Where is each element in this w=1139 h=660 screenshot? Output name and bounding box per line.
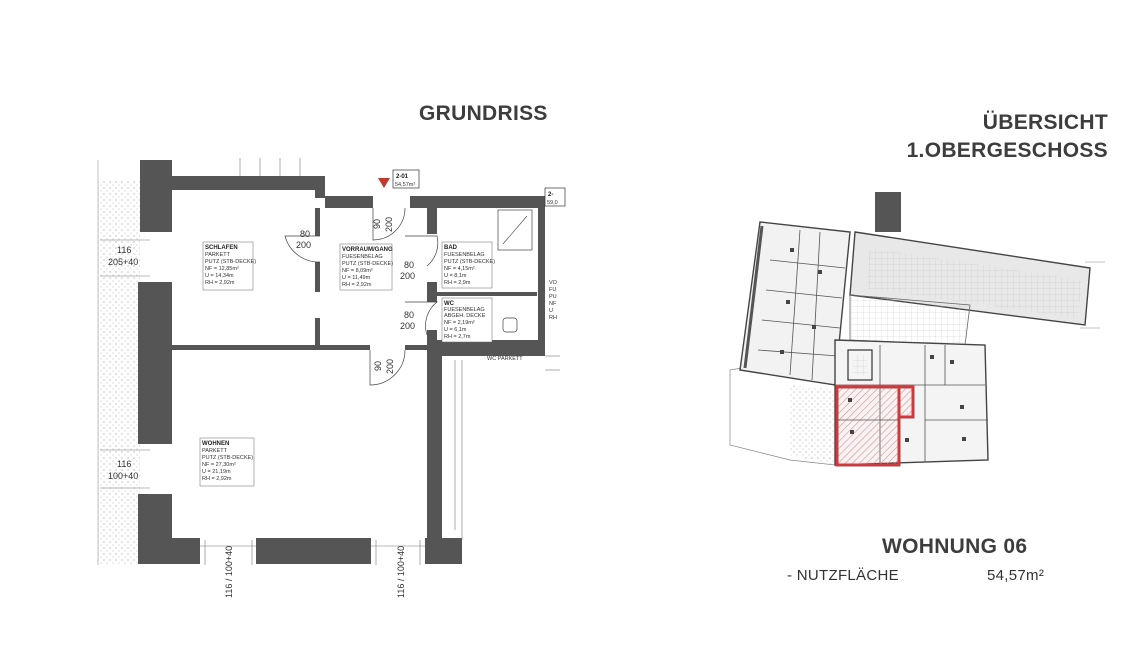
svg-text:NF = 4,15m²: NF = 4,15m²	[444, 266, 475, 272]
svg-text:PUTZ (STB-DECKE): PUTZ (STB-DECKE)	[205, 259, 256, 265]
apartment-tag-code: 2-01	[396, 174, 409, 180]
svg-text:RH = 2,92m: RH = 2,92m	[202, 476, 232, 482]
svg-text:RH = 2,92m: RH = 2,92m	[342, 282, 372, 288]
svg-text:U = 11,49m: U = 11,49m	[342, 275, 371, 281]
svg-text:WC: WC	[444, 301, 455, 307]
building-overview	[729, 192, 1105, 467]
svg-text:200: 200	[400, 321, 415, 331]
svg-text:RH = 2,7m: RH = 2,7m	[444, 334, 471, 340]
neighbor-tag-code: 2-	[548, 192, 553, 198]
svg-text:U = 6,1m: U = 6,1m	[444, 327, 467, 333]
svg-text:200: 200	[384, 217, 394, 232]
svg-text:90: 90	[373, 361, 383, 371]
svg-text:80: 80	[404, 260, 414, 270]
room-stamp-bad: BAD FUESENBELAG PUTZ (STB-DECKE) NF = 4,…	[441, 241, 495, 289]
svg-text:205+40: 205+40	[108, 257, 138, 267]
svg-text:116 / 100+40: 116 / 100+40	[396, 546, 406, 598]
unit-title: WOHNUNG 06	[882, 535, 1028, 558]
svg-text:U = 8,1m: U = 8,1m	[444, 273, 467, 279]
grundriss-title: GRUNDRISS	[419, 102, 548, 125]
floor-plan: 2-01 54,57m² 2- 59,0 VO FU PU NF U RH SC…	[97, 158, 566, 598]
svg-text:PU: PU	[549, 294, 557, 300]
svg-text:100+40: 100+40	[108, 471, 138, 481]
svg-text:NF = 2,19m²: NF = 2,19m²	[444, 320, 475, 326]
svg-text:NF = 12,85m²: NF = 12,85m²	[205, 266, 239, 272]
svg-text:80: 80	[300, 229, 310, 239]
overview-floor-title: 1.OBERGESCHOSS	[906, 139, 1108, 162]
svg-text:NF: NF	[549, 301, 557, 307]
svg-text:FUESENBELAG: FUESENBELAG	[444, 252, 485, 258]
svg-text:200: 200	[400, 271, 415, 281]
outside-label: WC PARKETT	[487, 356, 523, 362]
svg-text:200: 200	[385, 359, 395, 374]
neighbor-tag-area: 59,0	[547, 200, 558, 206]
svg-text:VORRAUM/GANG: VORRAUM/GANG	[342, 247, 393, 253]
svg-text:RH = 2,9m: RH = 2,9m	[444, 280, 471, 286]
dimension-labels: 116 205+40 116 100+40 80 200 90 200 80 2…	[108, 217, 415, 598]
svg-text:PUTZ (STB-DECKE): PUTZ (STB-DECKE)	[202, 455, 253, 461]
svg-text:FU: FU	[549, 287, 556, 293]
svg-text:90: 90	[372, 219, 382, 229]
svg-text:PARKETT: PARKETT	[205, 252, 231, 258]
svg-text:U: U	[549, 308, 553, 314]
svg-text:PUTZ (STB-DECKE): PUTZ (STB-DECKE)	[342, 261, 393, 267]
svg-text:BAD: BAD	[444, 245, 458, 251]
svg-text:ABGEH. DECKE: ABGEH. DECKE	[444, 313, 486, 319]
area-value: 54,57m²	[987, 567, 1045, 584]
entrance-marker	[378, 178, 390, 188]
toilet	[502, 317, 518, 333]
svg-text:200: 200	[296, 240, 311, 250]
svg-text:U = 21,19m: U = 21,19m	[202, 469, 231, 475]
svg-text:116: 116	[117, 459, 131, 469]
room-stamp-schlafen: SCHLAFEN PARKETT PUTZ (STB-DECKE) NF = 1…	[202, 241, 256, 291]
svg-text:NF = 27,30m²: NF = 27,30m²	[202, 462, 236, 468]
overview-title: ÜBERSICHT	[982, 111, 1108, 134]
svg-text:NF = 8,09m²: NF = 8,09m²	[342, 268, 373, 274]
neighbor-room-stamp: VO FU PU NF U RH	[549, 280, 558, 321]
svg-text:RH: RH	[549, 315, 557, 321]
terrain-strip	[98, 180, 140, 565]
svg-text:116 / 100+40: 116 / 100+40	[224, 546, 234, 598]
svg-text:WOHNEN: WOHNEN	[202, 441, 229, 447]
svg-text:VO: VO	[549, 280, 558, 286]
svg-text:U = 14,34m: U = 14,34m	[205, 273, 234, 279]
room-stamp-vorraum: VORRAUM/GANG FUESENBELAG PUTZ (STB-DECKE…	[339, 243, 393, 291]
svg-text:116: 116	[117, 245, 131, 255]
apartment-tag	[392, 169, 420, 189]
shower-tray	[497, 209, 533, 251]
highlighted-unit	[835, 385, 901, 467]
svg-text:80: 80	[404, 310, 414, 320]
svg-text:FUESENBELAG: FUESENBELAG	[444, 307, 485, 313]
area-label: - NUTZFLÄCHE	[787, 567, 899, 584]
room-stamp-wc: WC FUESENBELAG ABGEH. DECKE NF = 2,19m² …	[441, 297, 493, 343]
svg-text:PUTZ (STB-DECKE): PUTZ (STB-DECKE)	[444, 259, 495, 265]
walls	[138, 160, 545, 564]
apartment-tag-area: 54,57m²	[395, 182, 415, 188]
interior-walls	[170, 208, 537, 350]
svg-text:FUESENBELAG: FUESENBELAG	[342, 254, 383, 260]
door-swings	[284, 207, 439, 386]
svg-text:PARKETT: PARKETT	[202, 448, 228, 454]
svg-text:SCHLAFEN: SCHLAFEN	[205, 245, 238, 251]
svg-text:RH = 2,92m: RH = 2,92m	[205, 280, 235, 286]
room-stamp-wohnen: WOHNEN PARKETT PUTZ (STB-DECKE) NF = 27,…	[199, 437, 255, 487]
